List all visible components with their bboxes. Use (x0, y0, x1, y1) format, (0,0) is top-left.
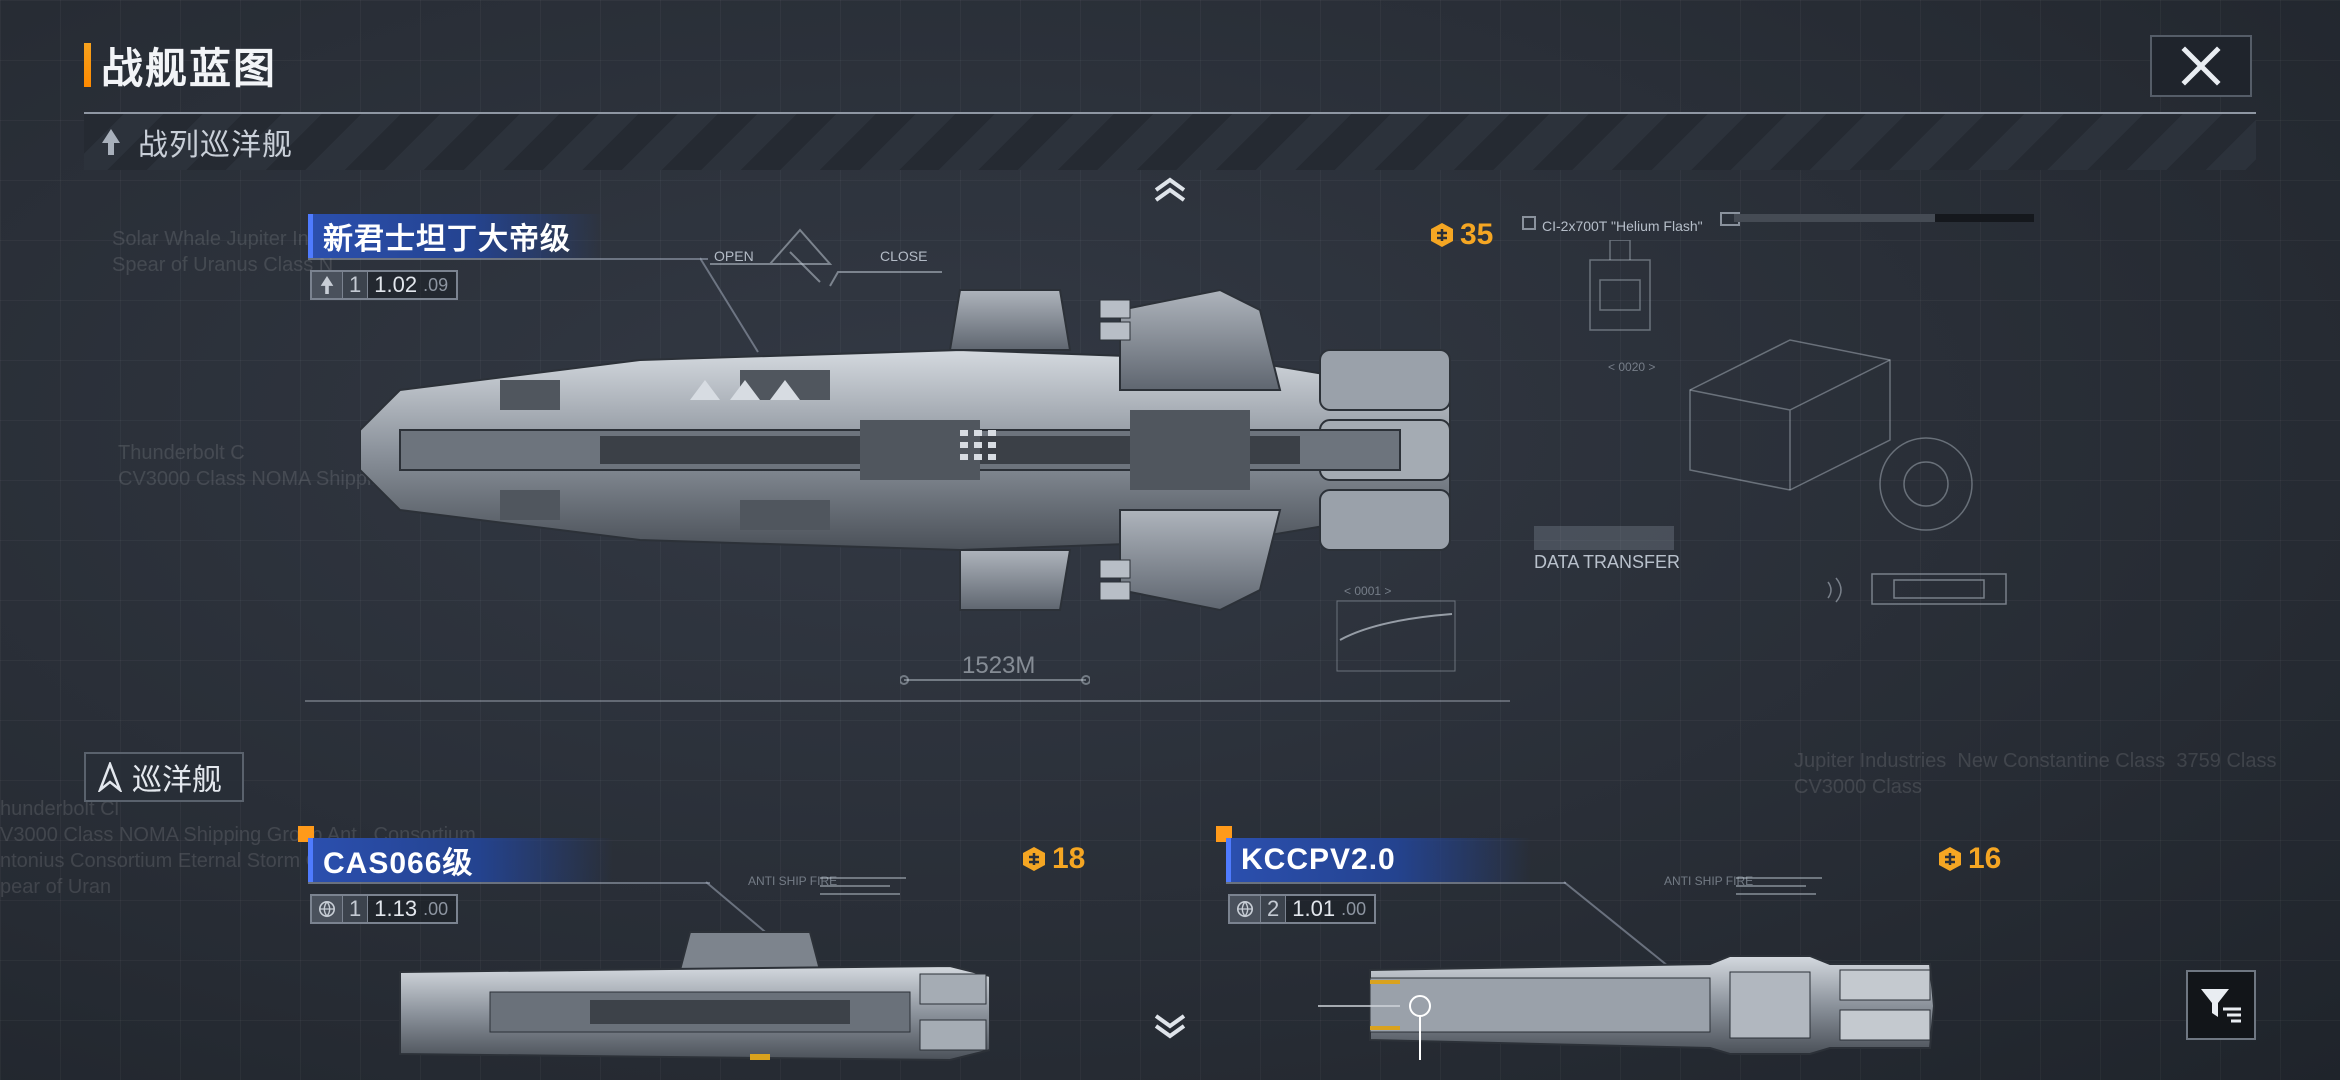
ship-version: 1.13 (374, 896, 418, 921)
name-underline (308, 258, 708, 260)
ship-meta: 2 1.01 .00 (1228, 894, 1377, 924)
chart-tag: < 0001 > (1344, 584, 1392, 598)
leader-line (700, 257, 759, 353)
ship-count: 1 (342, 896, 369, 922)
ship-meta: 1 1.13 .00 (310, 894, 459, 924)
close-button[interactable] (2150, 35, 2252, 97)
scroll-down-icon[interactable] (1150, 1010, 1190, 1040)
leader-line (1563, 881, 1669, 967)
ci-tag: CI-2x700T "Helium Flash" (1542, 218, 1703, 234)
close-label: CLOSE (880, 248, 928, 264)
globe-icon (312, 896, 342, 922)
leader-line (705, 881, 771, 937)
battlecruiser-class-icon (102, 129, 120, 155)
progress-fill (1734, 214, 1935, 222)
tag-lines (820, 877, 906, 895)
ship-type-icon (312, 272, 342, 298)
progress-track (1734, 214, 2034, 222)
cost-value: 16 (1968, 842, 2002, 875)
mini-chart (1336, 600, 1456, 672)
ci-checkbox (1522, 216, 1536, 230)
cruiser-class-icon (98, 762, 122, 792)
featured-ship-meta: 1 1.02 .09 (310, 270, 459, 300)
section-label: 巡洋舰 (132, 764, 222, 797)
cost-icon (1023, 847, 1045, 871)
ship-version-sub: .09 (423, 274, 449, 295)
ship-tag: ANTI SHIP FIRE (1664, 874, 1754, 888)
ship-name: KCCPV2.0 (1241, 843, 1396, 876)
title-accent (84, 43, 91, 87)
background-text: hunderbolt Cl V3000 Class NOMA Shipping … (0, 798, 476, 898)
ship-cost: 16 (1936, 842, 2001, 876)
page-title-bar: 战舰蓝图 (84, 42, 277, 92)
close-icon (2181, 46, 2221, 86)
ship-name: CAS066级 (323, 847, 474, 880)
ship-tag: ANTI SHIP FIRE (748, 874, 838, 888)
featured-ship-image (360, 288, 1451, 612)
ship-version: 1.01 (1292, 896, 1336, 921)
ship-image (399, 931, 990, 1062)
filter-button[interactable] (2186, 970, 2256, 1040)
scroll-up-icon[interactable] (1150, 176, 1190, 206)
category-label: 战列巡洋舰 (138, 129, 293, 162)
page-title: 战舰蓝图 (101, 44, 278, 92)
featured-ship-cost: 35 (1428, 218, 1493, 252)
length-bracket (900, 675, 1090, 685)
ship-count: 1 (342, 272, 369, 298)
name-underline (308, 882, 710, 884)
globe-icon (1230, 896, 1260, 922)
background-text: Jupiter Industries New Constantine Class… (1794, 750, 2277, 798)
category-header[interactable]: 战列巡洋舰 (84, 112, 2256, 170)
hatch-diagram (710, 228, 942, 287)
ship-count: 2 (1260, 896, 1287, 922)
data-panel-header (1534, 526, 1674, 550)
blueprint-code: < 0020 > (1608, 360, 1656, 374)
length-ruler (305, 700, 1510, 702)
name-underline (1226, 882, 1566, 884)
featured-ship-name: 新君士坦丁大帝级 (323, 223, 571, 256)
cost-icon (1939, 847, 1961, 871)
cost-value: 35 (1460, 218, 1494, 251)
data-transfer-label: DATA TRANSFER (1534, 552, 1681, 572)
ship-name-tag: CAS066级 (308, 838, 613, 882)
ship-length: 1523M (962, 652, 1036, 679)
ship-image (1318, 955, 1936, 1060)
open-label: OPEN (714, 248, 754, 264)
ship-version-sub: .00 (423, 898, 449, 919)
tag-lines (1736, 877, 1822, 895)
section-tag-cruiser[interactable]: 巡洋舰 (84, 752, 244, 802)
blueprint-schematic (1589, 240, 1973, 531)
ship-version-sub: .00 (1341, 898, 1367, 919)
mini-ship-schematic (1827, 573, 2007, 605)
filter-icon (2201, 989, 2241, 1023)
cost-value: 18 (1052, 842, 1086, 875)
ship-cost: 18 (1020, 842, 1085, 876)
cost-icon (1431, 223, 1453, 247)
ship-version: 1.02 (374, 272, 418, 297)
ship-name-tag: KCCPV2.0 (1226, 838, 1531, 882)
ship-name-tag: 新君士坦丁大帝级 (308, 214, 603, 258)
